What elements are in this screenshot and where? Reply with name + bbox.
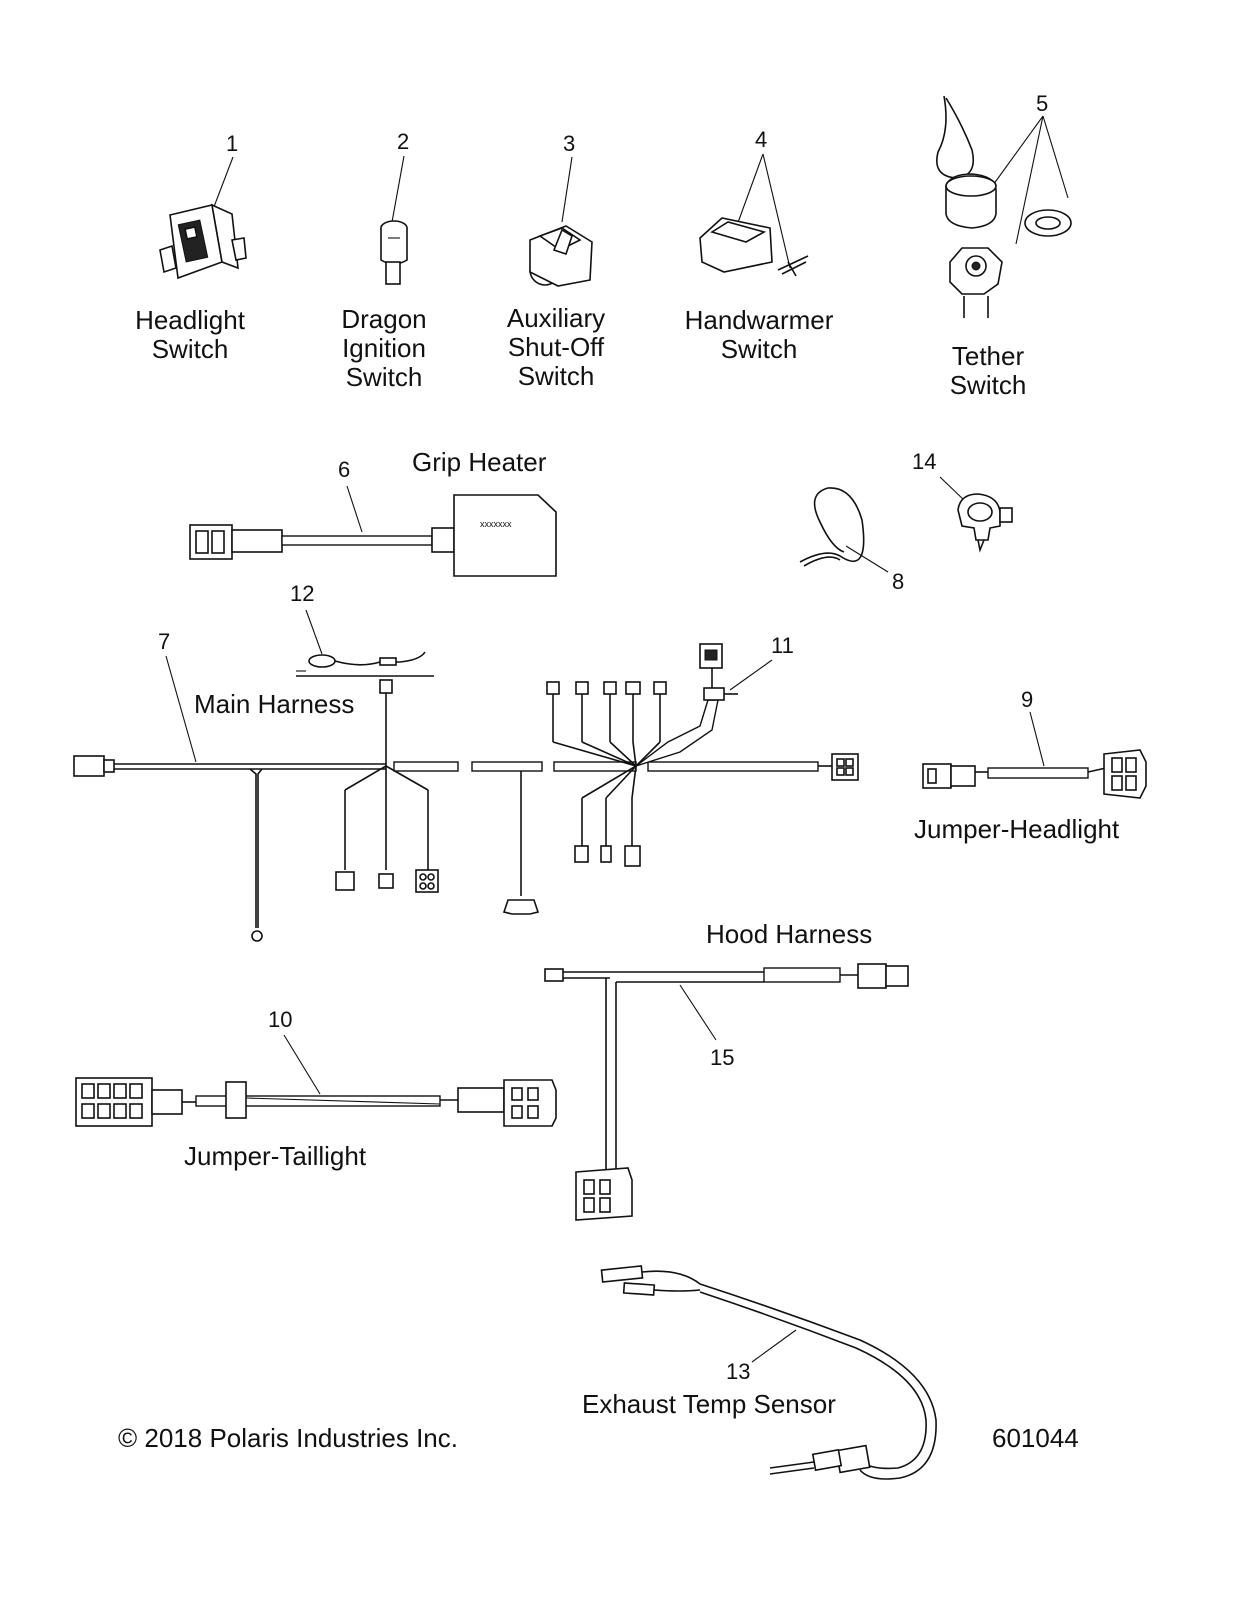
label-line: Handwarmer: [684, 305, 834, 335]
label-line: Shut-Off: [507, 332, 605, 362]
label-line: Dragon: [341, 304, 427, 334]
part-number-14: 14: [912, 449, 937, 474]
label-line: Switch: [720, 334, 798, 364]
label-line: Headlight: [135, 305, 245, 335]
part-number-15: 15: [710, 1045, 735, 1070]
handwarmer-switch-illustration: [699, 153, 809, 277]
hood-harness-illustration: [544, 963, 909, 1221]
exhaust-temp-sensor-illustration: [600, 1265, 937, 1480]
label-line: Auxiliary: [506, 303, 606, 333]
label-line: Ignition: [342, 333, 426, 363]
label-main-harness: Main Harness: [194, 689, 355, 719]
label-line: Switch: [345, 362, 423, 392]
ignition-switch-illustration: [380, 155, 408, 285]
auxiliary-switch-illustration: [529, 156, 593, 287]
label-line: Switch: [517, 361, 595, 391]
inline-fuse-illustration: [296, 609, 434, 677]
part-number-4: 4: [755, 127, 768, 152]
label-hood-harness: Hood Harness: [706, 919, 873, 949]
part-number-3: 3: [563, 131, 576, 156]
jumper-headlight-illustration: [922, 711, 1147, 799]
main-harness-illustration: [73, 643, 859, 942]
grip-heater-illustration: xxxxxxx: [189, 485, 557, 577]
part-number-13: 13: [726, 1359, 751, 1384]
cable-tie-illustration: [799, 487, 889, 573]
label-jumper-taillight: Jumper-Taillight: [184, 1141, 367, 1171]
label-line: Tether: [951, 341, 1025, 371]
label-line: Switch: [151, 334, 229, 364]
label-headlight-switch: Headlight Switch: [120, 306, 260, 364]
part-number-6: 6: [338, 457, 351, 482]
part-number-11: 11: [771, 633, 794, 658]
svg-text:xxxxxxx: xxxxxxx: [480, 519, 512, 529]
label-exhaust-temp-sensor: Exhaust Temp Sensor: [582, 1389, 836, 1419]
label-tether-switch: Tether Switch: [928, 342, 1048, 400]
tether-switch-illustration: [936, 95, 1072, 318]
part-number-2: 2: [397, 129, 410, 154]
drawing-number: 601044: [992, 1423, 1079, 1453]
label-jumper-headlight: Jumper-Headlight: [914, 814, 1120, 844]
headlight-switch-illustration: [159, 156, 247, 280]
part-number-8: 8: [892, 569, 905, 594]
label-dragon-ignition-switch: Dragon Ignition Switch: [318, 305, 450, 392]
jumper-taillight-illustration: [75, 1034, 557, 1127]
clip-illustration: [939, 476, 1013, 553]
part-number-10: 10: [268, 1007, 293, 1032]
part-number-9: 9: [1021, 687, 1034, 712]
part-number-1: 1: [226, 131, 239, 156]
part-number-5: 5: [1036, 91, 1049, 116]
part-number-12: 12: [290, 581, 315, 606]
copyright-notice: © 2018 Polaris Industries Inc.: [118, 1423, 458, 1453]
label-line: Switch: [949, 370, 1027, 400]
label-handwarmer-switch: Handwarmer Switch: [674, 306, 844, 364]
label-auxiliary-shutoff-switch: Auxiliary Shut-Off Switch: [486, 304, 626, 391]
part-number-7: 7: [158, 629, 171, 654]
label-grip-heater: Grip Heater: [412, 447, 547, 477]
